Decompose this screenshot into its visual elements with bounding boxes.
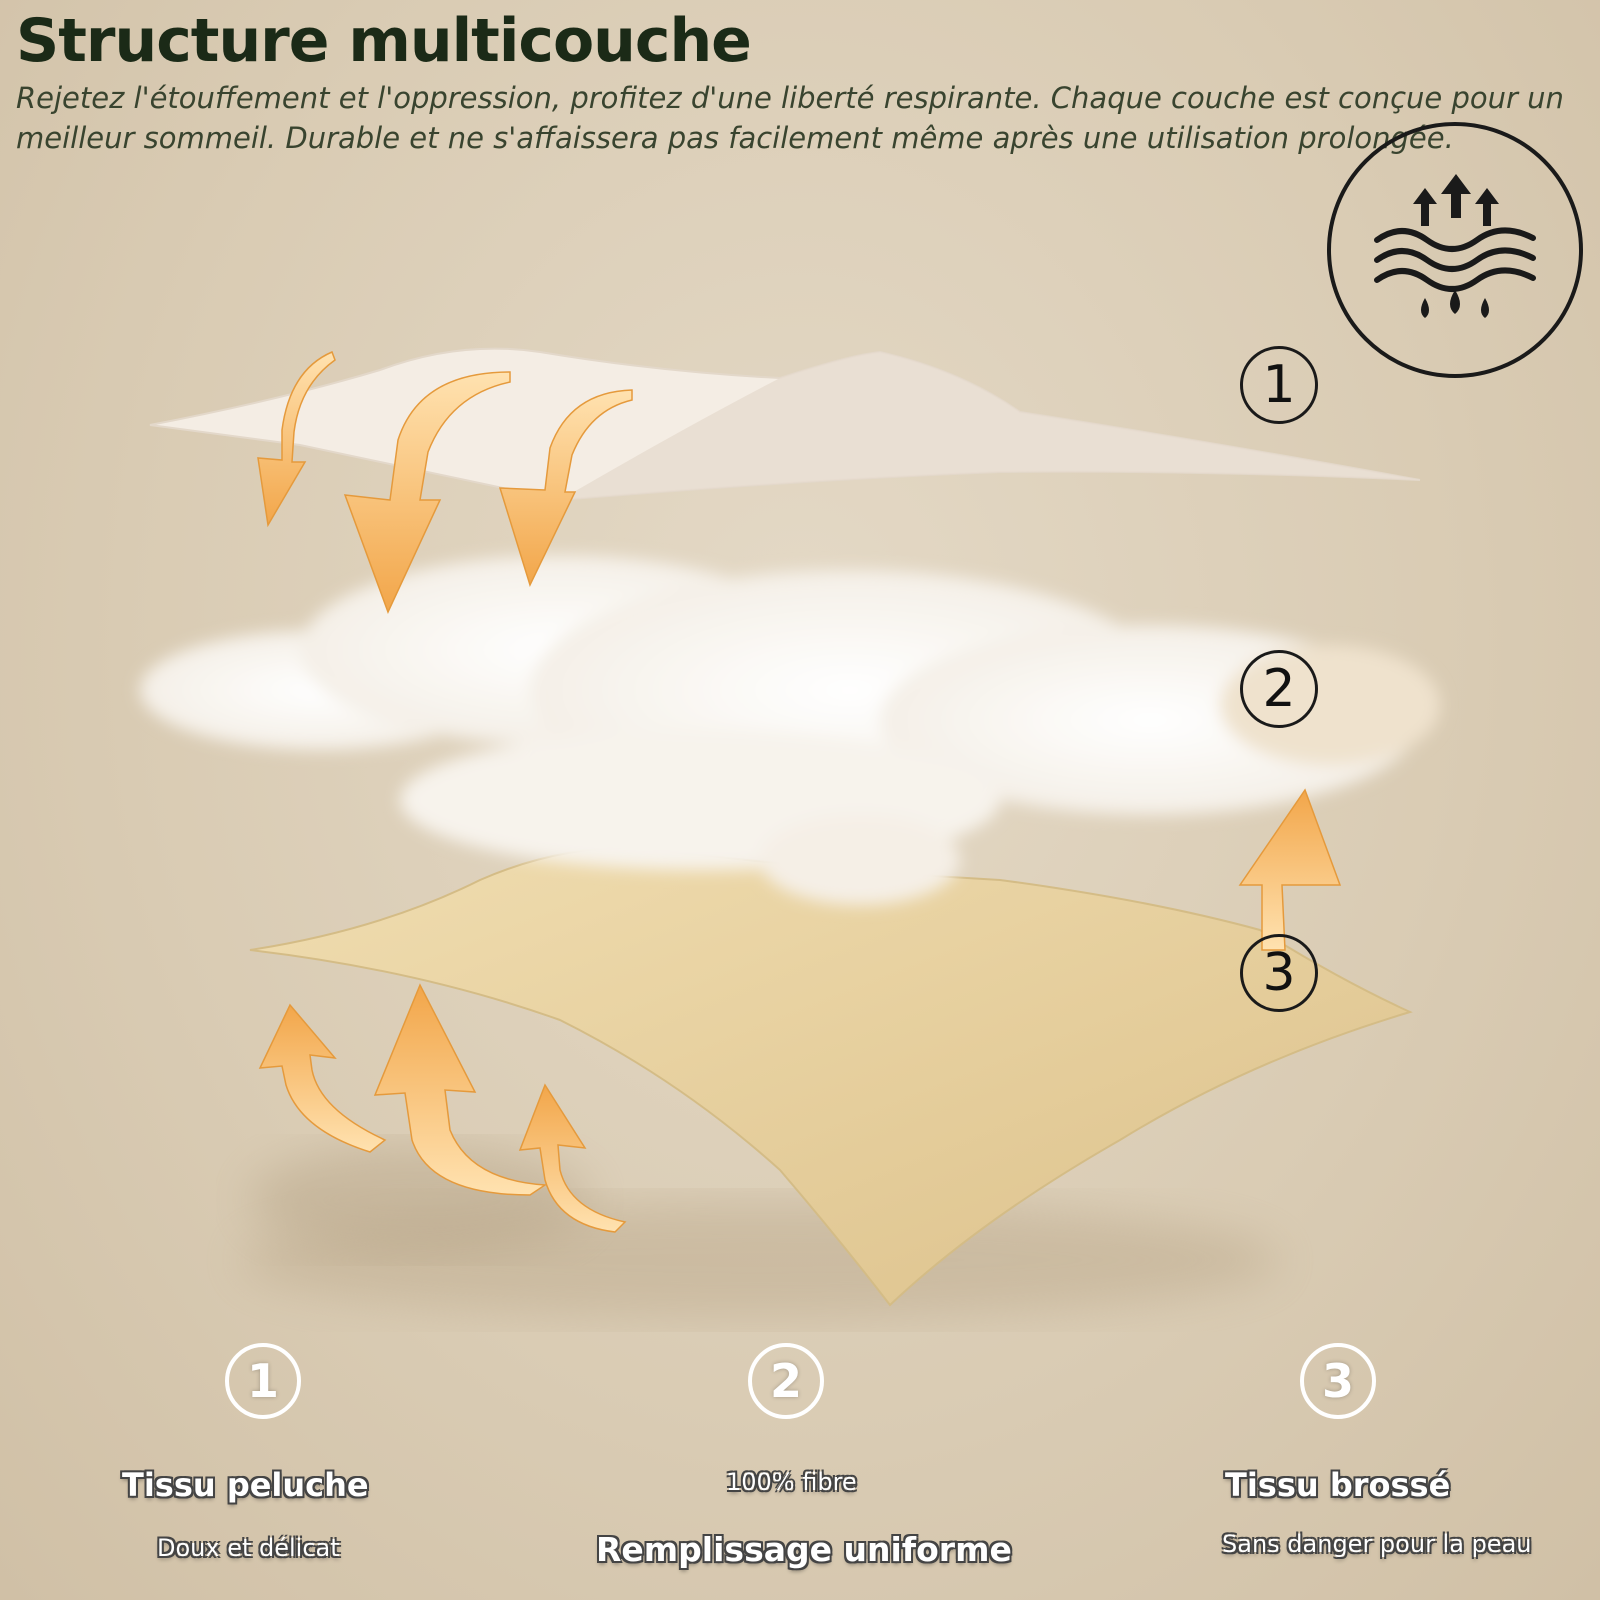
feature-2-subtitle: 100% fibre [726, 1468, 857, 1496]
down-arrow-3 [498, 389, 633, 588]
feature-3-number: 3 [1300, 1343, 1376, 1419]
arrow-shadow [250, 1145, 590, 1255]
layer-2-marker: 2 [1240, 650, 1318, 728]
layer-1-marker: 1 [1240, 346, 1318, 424]
page-title: Structure multicouche [16, 6, 752, 76]
down-arrow-1 [257, 351, 336, 528]
layer-2-cotton-fill [140, 555, 1440, 905]
feature-2-title: Remplissage uniforme [596, 1530, 1012, 1569]
up-arrow-4 [1238, 788, 1342, 951]
page-subtitle: Rejetez l'étouffement et l'oppression, p… [16, 81, 1564, 155]
feature-1-subtitle: Doux et délicat [157, 1534, 340, 1562]
down-arrow-2 [343, 371, 511, 614]
feature-3-title: Tissu brossé [1225, 1466, 1451, 1504]
feature-1-title: Tissu peluche [122, 1466, 369, 1504]
up-arrow-2 [373, 983, 548, 1196]
layer-3-marker: 3 [1240, 934, 1318, 1012]
up-arrow-1 [258, 1003, 387, 1153]
feature-2-number: 2 [748, 1343, 824, 1419]
feature-1-number: 1 [225, 1343, 301, 1419]
feature-3-subtitle: Sans danger pour la peau [1222, 1530, 1532, 1558]
up-arrow-3 [518, 1083, 627, 1233]
breathable-moisture-icon [1327, 122, 1583, 378]
